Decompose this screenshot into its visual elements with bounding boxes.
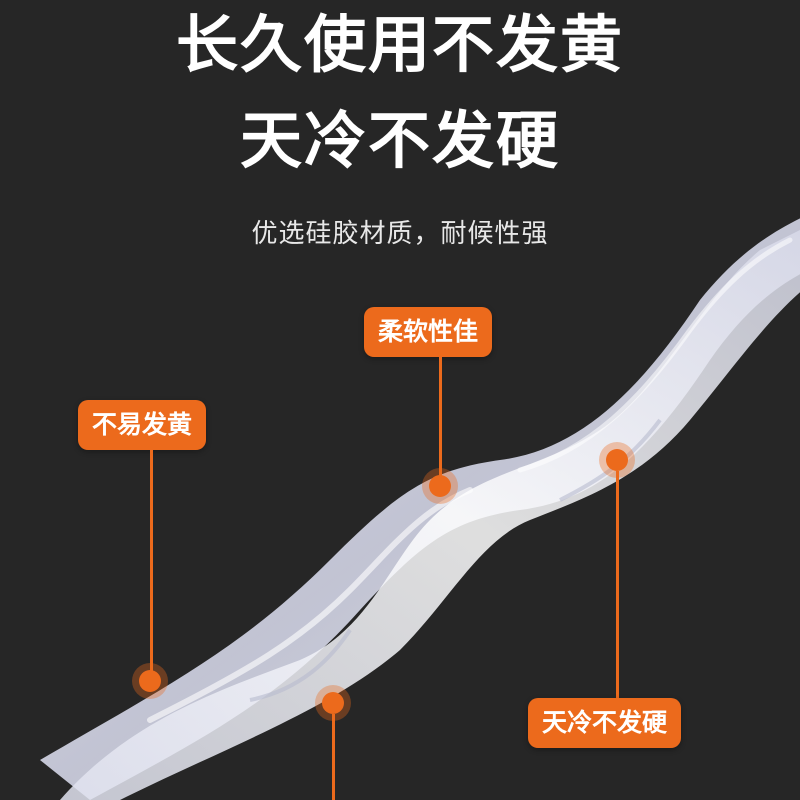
- callout-no-hard: 天冷不发硬: [528, 698, 682, 748]
- callout-no-hard-leader-line: [616, 471, 619, 700]
- callout-soft: 柔软性佳: [364, 307, 493, 357]
- subtitle: 优选硅胶材质，耐候性强: [251, 219, 549, 249]
- callout-no-yellow-marker: [139, 670, 161, 692]
- callout-no-yellow: 不易发黄: [78, 400, 207, 450]
- callout-soft-leader-line: [439, 357, 442, 479]
- strip-marker-bottom: [322, 692, 344, 714]
- headline-line-2: 天冷不发硬: [239, 104, 560, 177]
- strip-marker-bottom-line: [332, 714, 335, 800]
- headline-line-1: 长久使用不发黄: [175, 8, 624, 81]
- callout-soft-marker: [429, 475, 451, 497]
- callout-no-hard-marker: [606, 449, 628, 471]
- callout-no-yellow-leader-line: [150, 450, 153, 672]
